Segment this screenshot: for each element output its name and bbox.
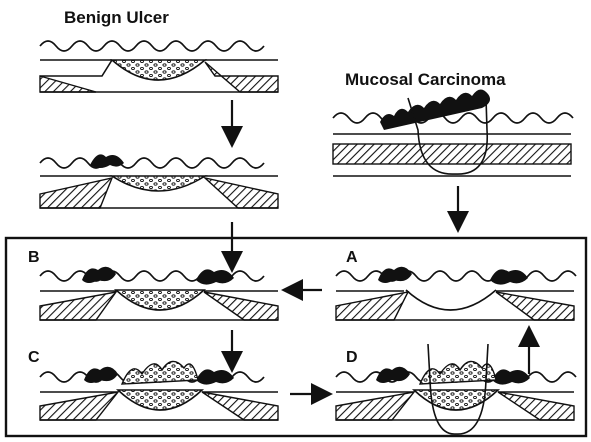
stage-benign-ulcer-1 (40, 41, 278, 92)
panel-a: A (336, 249, 576, 320)
stage-mucosal-carcinoma (333, 89, 573, 176)
panel-a-label: A (346, 249, 358, 266)
benign-ulcer-title: Benign Ulcer (64, 8, 169, 27)
panel-b-label: B (28, 249, 40, 266)
panel-d-label: D (346, 349, 358, 366)
mucosal-carcinoma-title: Mucosal Carcinoma (345, 70, 506, 89)
stage-benign-ulcer-2 (40, 154, 278, 208)
panel-c-label: C (28, 349, 40, 366)
panel-c: C (28, 349, 278, 420)
panel-b: B (28, 249, 278, 320)
panel-d: D (336, 344, 576, 434)
